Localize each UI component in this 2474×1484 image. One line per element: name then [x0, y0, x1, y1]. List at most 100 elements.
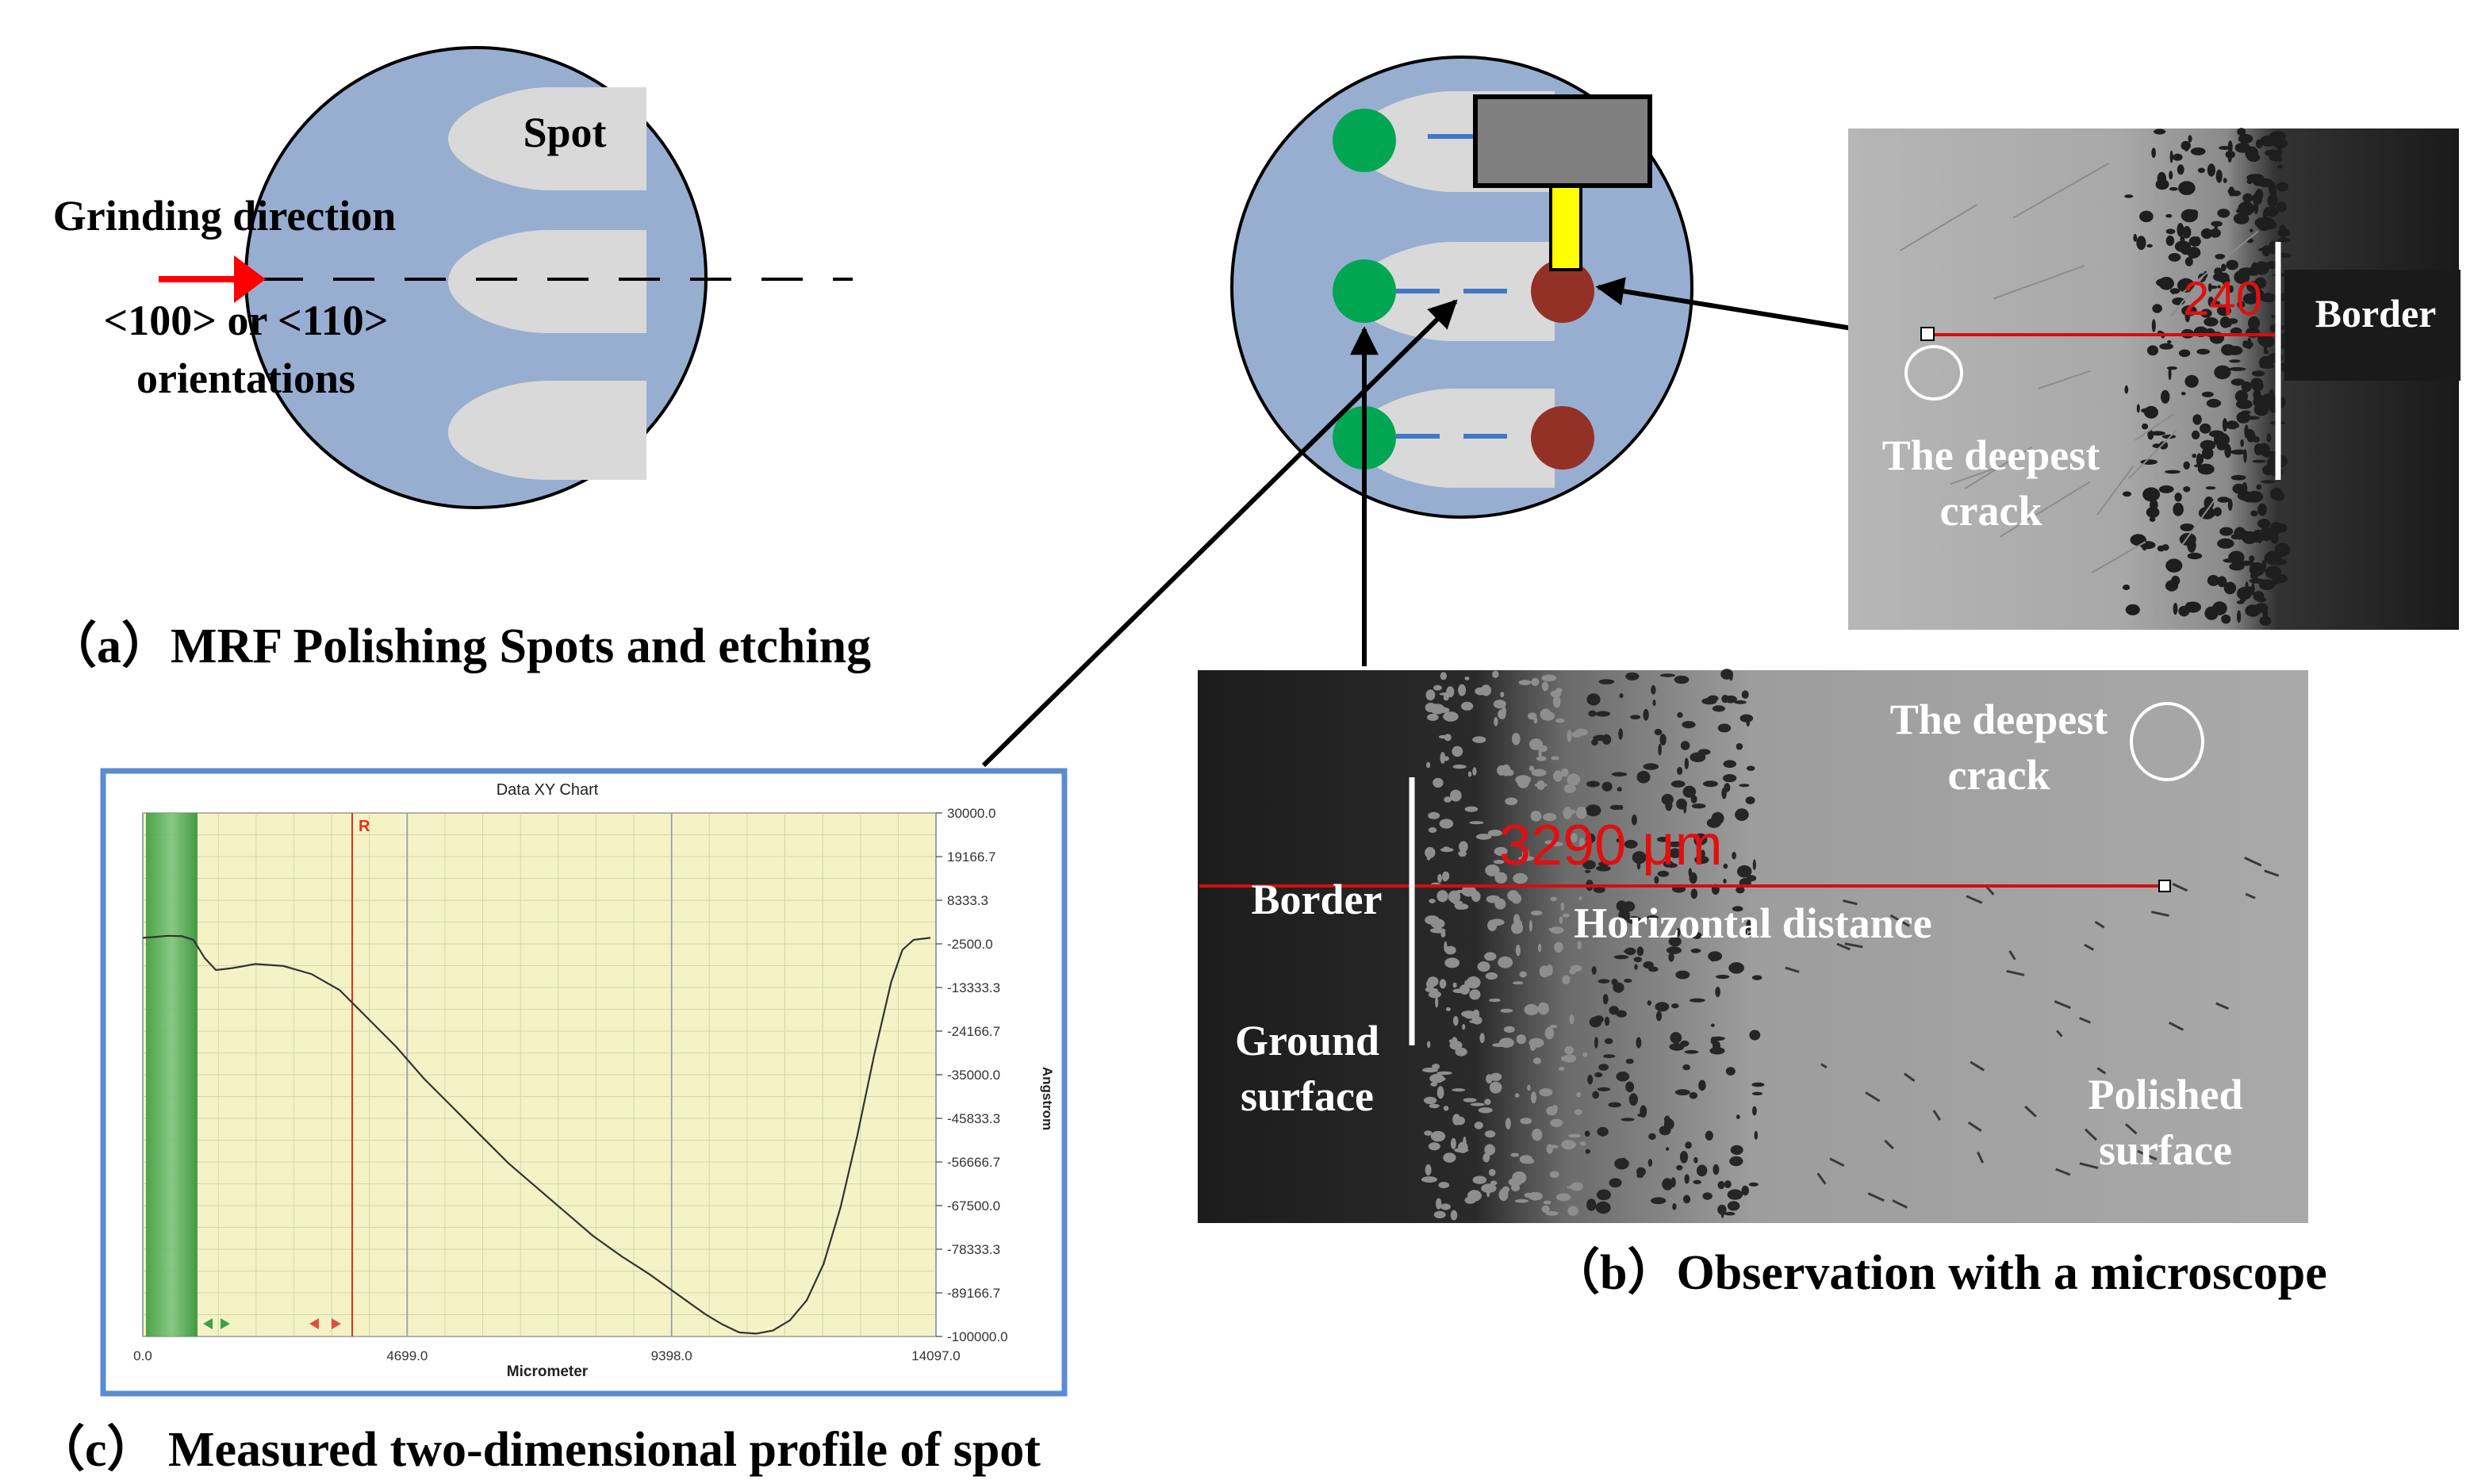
etch-pit	[1643, 961, 1654, 969]
etch-pit	[1648, 966, 1659, 972]
etch-pit	[2165, 235, 2175, 247]
etch-pit	[2259, 336, 2275, 348]
etch-pit	[2262, 510, 2266, 515]
etch-pit	[1440, 930, 1446, 938]
etch-pit	[2241, 410, 2251, 414]
etch-pit	[1427, 1041, 1431, 1049]
etch-pit	[1669, 848, 1682, 858]
micrograph-bottom: 3290 μm Border Horizontal distance The d…	[1198, 669, 2308, 1223]
etch-pit	[1433, 777, 1444, 788]
etch-pit	[1618, 728, 1623, 740]
etch-pit	[2200, 309, 2212, 318]
etch-pit	[2269, 568, 2278, 577]
panel-b-wafer	[981, 56, 1882, 768]
etch-pit	[1525, 1158, 1535, 1164]
etch-pit	[1698, 1079, 1706, 1091]
etch-pit	[1586, 1198, 1597, 1211]
etch-pit	[1723, 863, 1728, 869]
scratch	[1993, 265, 2085, 300]
etch-pit	[2215, 439, 2220, 446]
etch-pit	[1537, 1002, 1549, 1015]
etch-pit	[1634, 964, 1638, 970]
etch-pit	[1553, 770, 1563, 782]
y-tick-label: 8333.3	[947, 893, 988, 908]
chart-grid	[142, 813, 937, 1336]
etch-pit	[1429, 704, 1445, 715]
etch-pit	[1711, 811, 1724, 825]
etch-pit	[1562, 913, 1571, 918]
etch-pit	[1464, 1196, 1476, 1204]
arrow-to-red-dot	[1595, 277, 1882, 336]
etch-pit	[2242, 495, 2258, 503]
etch-pit	[2165, 470, 2181, 474]
etch-pit	[1609, 804, 1622, 811]
etch-pit	[1443, 1106, 1449, 1111]
etch-pit	[1435, 996, 1439, 1008]
crack-mark	[2079, 1017, 2091, 1024]
etch-pit	[1684, 1049, 1699, 1054]
etch-pit	[2184, 257, 2193, 267]
etch-pit	[1593, 734, 1608, 742]
etch-pit	[1457, 1141, 1468, 1154]
etch-pit	[1700, 849, 1705, 858]
etch-pit	[1429, 899, 1436, 903]
etch-pit	[2276, 144, 2283, 157]
etch-pit	[1486, 1188, 1490, 1198]
etch-pit	[1461, 701, 1474, 711]
y-tick-label: -100000.0	[947, 1329, 1008, 1344]
etch-pit	[1663, 1115, 1670, 1124]
etch-pit	[1570, 1182, 1583, 1191]
etch-pit	[2257, 219, 2274, 228]
etch-pit	[1454, 1116, 1466, 1125]
etch-pit	[2276, 201, 2288, 213]
etch-pit	[1734, 700, 1747, 704]
etch-pit	[1647, 915, 1659, 920]
etch-pit	[1728, 962, 1744, 974]
grinding-arrow-head	[234, 255, 266, 303]
etch-pit	[1594, 1072, 1603, 1078]
etch-pit	[1477, 961, 1490, 972]
etch-pit	[2213, 507, 2222, 516]
etch-pit	[1541, 1205, 1550, 1214]
etch-pit	[2165, 558, 2183, 573]
etch-pit	[2269, 389, 2275, 400]
etch-pit	[2251, 582, 2255, 596]
etch-pit	[1736, 886, 1745, 894]
crack-mark	[2245, 892, 2256, 899]
etch-pit	[1440, 847, 1454, 853]
etch-pit	[1658, 743, 1662, 756]
etch-pit	[1584, 1130, 1590, 1137]
etch-pit	[2197, 463, 2215, 475]
etch-pit	[1559, 916, 1563, 924]
etch-pit	[2228, 366, 2246, 371]
etch-pit	[1701, 697, 1717, 705]
spot-shape-2	[448, 230, 646, 333]
etch-pit	[1591, 966, 1597, 975]
etch-pit	[1438, 734, 1448, 739]
etch-pit	[1628, 1093, 1638, 1106]
etch-pit	[2259, 615, 2272, 626]
etch-pit	[1536, 780, 1545, 791]
etch-pit	[2151, 148, 2156, 159]
etch-pit	[1454, 903, 1459, 908]
etch-pit	[2169, 150, 2173, 163]
etch-pit	[2205, 486, 2216, 490]
etch-pit	[1485, 972, 1498, 980]
etch-pit	[1530, 911, 1543, 916]
crack-mark	[1820, 1063, 1828, 1069]
etch-pit	[2228, 550, 2245, 565]
panel-a: Spot Grinding direction <100> or <110> o…	[48, 46, 871, 673]
etch-pit	[2177, 278, 2195, 293]
etch-pit	[2165, 213, 2173, 218]
etch-pit	[2183, 461, 2190, 470]
etch-pit	[2237, 610, 2242, 623]
panel-c: Data XY Chart R 30000.019166.78333.3-250…	[100, 768, 1068, 1397]
etch-pit	[1602, 994, 1609, 1005]
etch-pit	[2229, 359, 2241, 363]
etch-pit	[2146, 243, 2153, 248]
etch-pit	[2180, 523, 2195, 531]
etch-pit	[1643, 708, 1649, 721]
etch-pit	[2204, 497, 2215, 510]
etch-pit	[1438, 1182, 1450, 1189]
etch-pit	[2184, 142, 2190, 151]
